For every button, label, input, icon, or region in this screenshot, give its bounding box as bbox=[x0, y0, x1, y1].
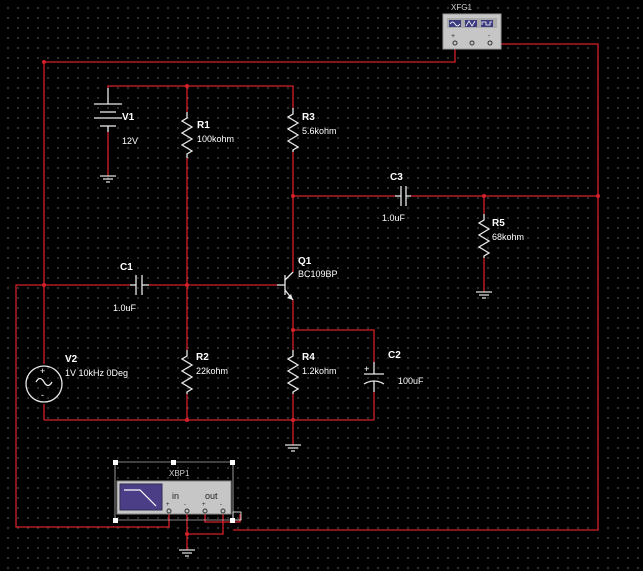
q1-value: BC109BP bbox=[298, 269, 338, 279]
selection-handle[interactable] bbox=[230, 518, 235, 523]
xfg1-plus-terminal[interactable] bbox=[452, 40, 458, 46]
selection-handle[interactable] bbox=[113, 460, 118, 465]
v1-value: 12V bbox=[122, 136, 138, 146]
r3-name: R3 bbox=[302, 112, 315, 123]
xbp1-in-plus-terminal[interactable] bbox=[166, 508, 172, 514]
r2-value: 22kohm bbox=[196, 366, 228, 376]
xbp1-in-plus: + bbox=[166, 502, 170, 508]
q1-name: Q1 bbox=[298, 256, 312, 267]
xbp1-out-plus-terminal[interactable] bbox=[202, 508, 208, 514]
xbp1-in-minus: - bbox=[184, 502, 186, 508]
v2-minus-sign: - bbox=[41, 390, 44, 400]
ground-icon bbox=[100, 175, 116, 183]
r4-value: 1.2kohm bbox=[302, 366, 337, 376]
selection-handle[interactable] bbox=[232, 511, 242, 521]
c3-value: 1.0uF bbox=[382, 213, 406, 223]
c2-plus-sign: + bbox=[364, 364, 369, 374]
ground-icon bbox=[476, 291, 492, 299]
r5-value: 68kohm bbox=[492, 232, 524, 242]
triangle-wave-icon bbox=[465, 20, 477, 27]
r1-resistor[interactable]: R1 100kohm bbox=[180, 112, 234, 158]
selection-handle[interactable] bbox=[171, 460, 176, 465]
v1-battery[interactable]: V1 12V bbox=[94, 88, 138, 146]
r1-name: R1 bbox=[197, 120, 210, 131]
q1-transistor[interactable]: Q1 BC109BP bbox=[277, 256, 338, 301]
xbp1-out-minus: - bbox=[220, 502, 222, 508]
v2-name: V2 bbox=[65, 354, 78, 365]
r2-name: R2 bbox=[196, 352, 209, 363]
xbp1-in-label: in bbox=[172, 491, 179, 501]
xfg1-minus-label: - bbox=[488, 33, 491, 40]
r3-resistor[interactable]: R3 5.6kohm bbox=[286, 108, 337, 152]
xfg1-plus-label: + bbox=[451, 33, 455, 40]
r5-name: R5 bbox=[492, 218, 505, 229]
xfg1-name: XFG1 bbox=[451, 3, 472, 12]
xfg1-common-terminal[interactable] bbox=[469, 40, 475, 46]
c3-name: C3 bbox=[390, 172, 403, 183]
r4-name: R4 bbox=[302, 352, 315, 363]
v1-name: V1 bbox=[122, 112, 135, 123]
square-wave-icon bbox=[481, 20, 493, 27]
r3-value: 5.6kohm bbox=[302, 126, 337, 136]
xbp1-in-minus-terminal[interactable] bbox=[184, 508, 190, 514]
c3-capacitor[interactable]: C3 1.0uF bbox=[382, 172, 411, 223]
selection-handle[interactable] bbox=[230, 460, 235, 465]
v2-value: 1V 10kHz 0Deg bbox=[65, 368, 128, 378]
c2-value: 100uF bbox=[398, 376, 424, 386]
xbp1-out-plus: + bbox=[202, 502, 206, 508]
xbp1-bode-plotter[interactable]: XBP1 in out + - + - bbox=[113, 460, 242, 523]
selection-handle[interactable] bbox=[113, 518, 118, 523]
r2-resistor[interactable]: R2 22kohm bbox=[180, 350, 228, 394]
r5-resistor[interactable]: R5 68kohm bbox=[477, 214, 524, 258]
xbp1-out-label: out bbox=[205, 491, 218, 501]
ground-icon bbox=[285, 444, 301, 452]
c2-name: C2 bbox=[388, 350, 401, 361]
ground-icon bbox=[179, 549, 195, 557]
c1-value: 1.0uF bbox=[113, 303, 137, 313]
xfg1-minus-terminal[interactable] bbox=[487, 40, 493, 46]
r4-resistor[interactable]: R4 1.2kohm bbox=[286, 350, 337, 394]
v2-ac-source[interactable]: + - V2 1V 10kHz 0Deg bbox=[25, 354, 128, 403]
xfg1-function-generator[interactable]: XFG1 + - bbox=[442, 3, 502, 50]
xbp1-name: XBP1 bbox=[169, 469, 190, 478]
xbp1-out-minus-terminal[interactable] bbox=[220, 508, 226, 514]
c1-name: C1 bbox=[120, 262, 133, 273]
v2-plus-sign: + bbox=[40, 366, 45, 376]
c1-capacitor[interactable]: C1 1.0uF bbox=[113, 262, 149, 313]
c2-capacitor[interactable]: + C2 100uF bbox=[363, 350, 424, 392]
r1-value: 100kohm bbox=[197, 134, 234, 144]
junctions bbox=[42, 60, 600, 536]
